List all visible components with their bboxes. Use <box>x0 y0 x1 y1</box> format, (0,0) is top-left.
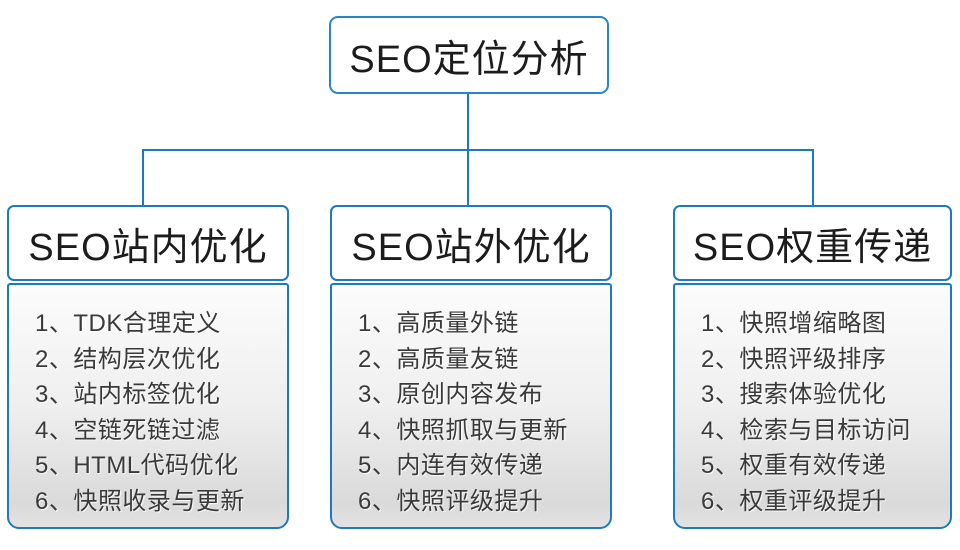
branch-title: SEO站外优化 <box>351 226 591 269</box>
list-item: 1、高质量外链 <box>358 310 519 337</box>
branch-column-weight-transfer: SEO权重传递 1、快照增缩略图 2、快照评级排序 3、搜索体验优化 4、检索与目标访… <box>673 205 952 529</box>
list-item: 3、站内标签优化 <box>35 381 221 409</box>
branch-header-box: SEO站内优化 <box>7 205 289 281</box>
list-item: 3、搜索体验优化 <box>701 381 887 409</box>
branch-title: SEO站内优化 <box>28 226 268 269</box>
list-item: 4、检索与目标访问 <box>701 416 911 444</box>
root-node-title: SEO定位分析 <box>349 38 589 81</box>
list-item: 2、高质量友链 <box>358 345 519 373</box>
branch-item-panel: 1、高质量外链 2、高质量友链 3、原创内容发布 4、快照抓取与更新 5、内连有效传递 6… <box>330 283 612 529</box>
connector-drop-right <box>812 149 814 206</box>
list-item: 2、结构层次优化 <box>35 345 221 373</box>
branch-header-box: SEO权重传递 <box>673 205 952 281</box>
list-item: 3、原创内容发布 <box>358 381 544 409</box>
list-item: 1、快照增缩略图 <box>701 310 887 337</box>
list-item: 5、权重有效传递 <box>701 452 887 480</box>
list-item: 6、快照收录与更新 <box>35 487 245 515</box>
list-item: 5、HTML代码优化 <box>35 452 239 480</box>
list-item: 1、TDK合理定义 <box>35 310 221 337</box>
list-item: 4、快照抓取与更新 <box>358 416 568 444</box>
branch-title: SEO权重传递 <box>692 226 933 269</box>
branch-item-panel: 1、TDK合理定义 2、结构层次优化 3、站内标签优化 4、空链死链过滤 5、HTML代… <box>7 283 289 529</box>
list-item: 6、快照评级提升 <box>358 487 544 515</box>
list-item: 2、快照评级排序 <box>701 345 887 373</box>
branch-item-panel: 1、快照增缩略图 2、快照评级排序 3、搜索体验优化 4、检索与目标访问 5、权重有效传… <box>673 283 952 529</box>
list-item: 5、内连有效传递 <box>358 452 544 480</box>
branch-column-offsite-optimization: SEO站外优化 1、高质量外链 2、高质量友链 3、原创内容发布 4、快照抓取与更新 5… <box>330 205 612 529</box>
root-node: SEO定位分析 <box>329 16 609 94</box>
connector-horizontal-bus <box>142 149 814 151</box>
branch-header-box: SEO站外优化 <box>330 205 612 281</box>
connector-drop-left <box>142 149 144 206</box>
list-item: 6、权重评级提升 <box>701 487 887 515</box>
branch-column-onsite-optimization: SEO站内优化 1、TDK合理定义 2、结构层次优化 3、站内标签优化 4、空链死链过… <box>7 205 289 529</box>
list-item: 4、空链死链过滤 <box>35 416 221 444</box>
